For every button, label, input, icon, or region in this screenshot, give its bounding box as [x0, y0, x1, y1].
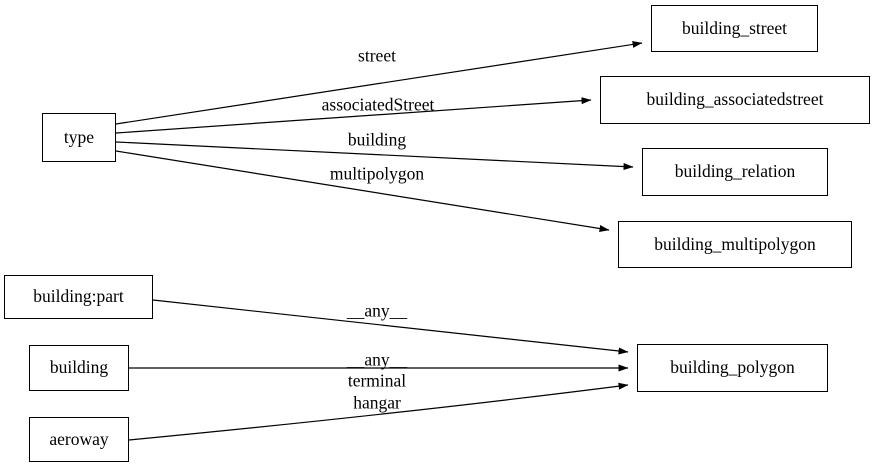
node-label: building_multipolygon	[654, 233, 816, 254]
node-building-polygon[interactable]: building_polygon	[637, 344, 828, 392]
node-building[interactable]: building	[29, 345, 129, 391]
node-label: building	[49, 357, 109, 378]
node-label: building_polygon	[670, 357, 795, 378]
node-label: building_relation	[674, 161, 796, 182]
edge-label-street: street	[358, 45, 396, 66]
node-building-multipolygon[interactable]: building_multipolygon	[618, 221, 852, 268]
node-building-associatedstreet[interactable]: building_associatedstreet	[600, 76, 870, 124]
edge-label-aeroway-terminal: terminal	[347, 370, 407, 391]
edge-label-building: building	[347, 129, 407, 150]
edge-label-multipolygon: multipolygon	[329, 163, 425, 184]
node-label: aeroway	[49, 428, 109, 449]
edge-label-aeroway-hangar: hangar	[353, 392, 401, 413]
node-aeroway[interactable]: aeroway	[29, 417, 129, 462]
edge-label-associatedstreet: associatedStreet	[321, 94, 435, 115]
node-label: building:part	[33, 286, 124, 307]
node-label: building_associatedstreet	[646, 89, 824, 110]
edge-label-any-building-part: __any__	[346, 300, 408, 321]
node-label: type	[63, 126, 95, 147]
node-type[interactable]: type	[42, 113, 116, 162]
node-label: building_street	[682, 17, 787, 38]
node-building-relation[interactable]: building_relation	[642, 148, 828, 196]
node-building-street[interactable]: building_street	[651, 5, 818, 52]
node-building-part[interactable]: building:part	[4, 275, 153, 319]
edge-label-any-building: __any__	[346, 349, 408, 370]
